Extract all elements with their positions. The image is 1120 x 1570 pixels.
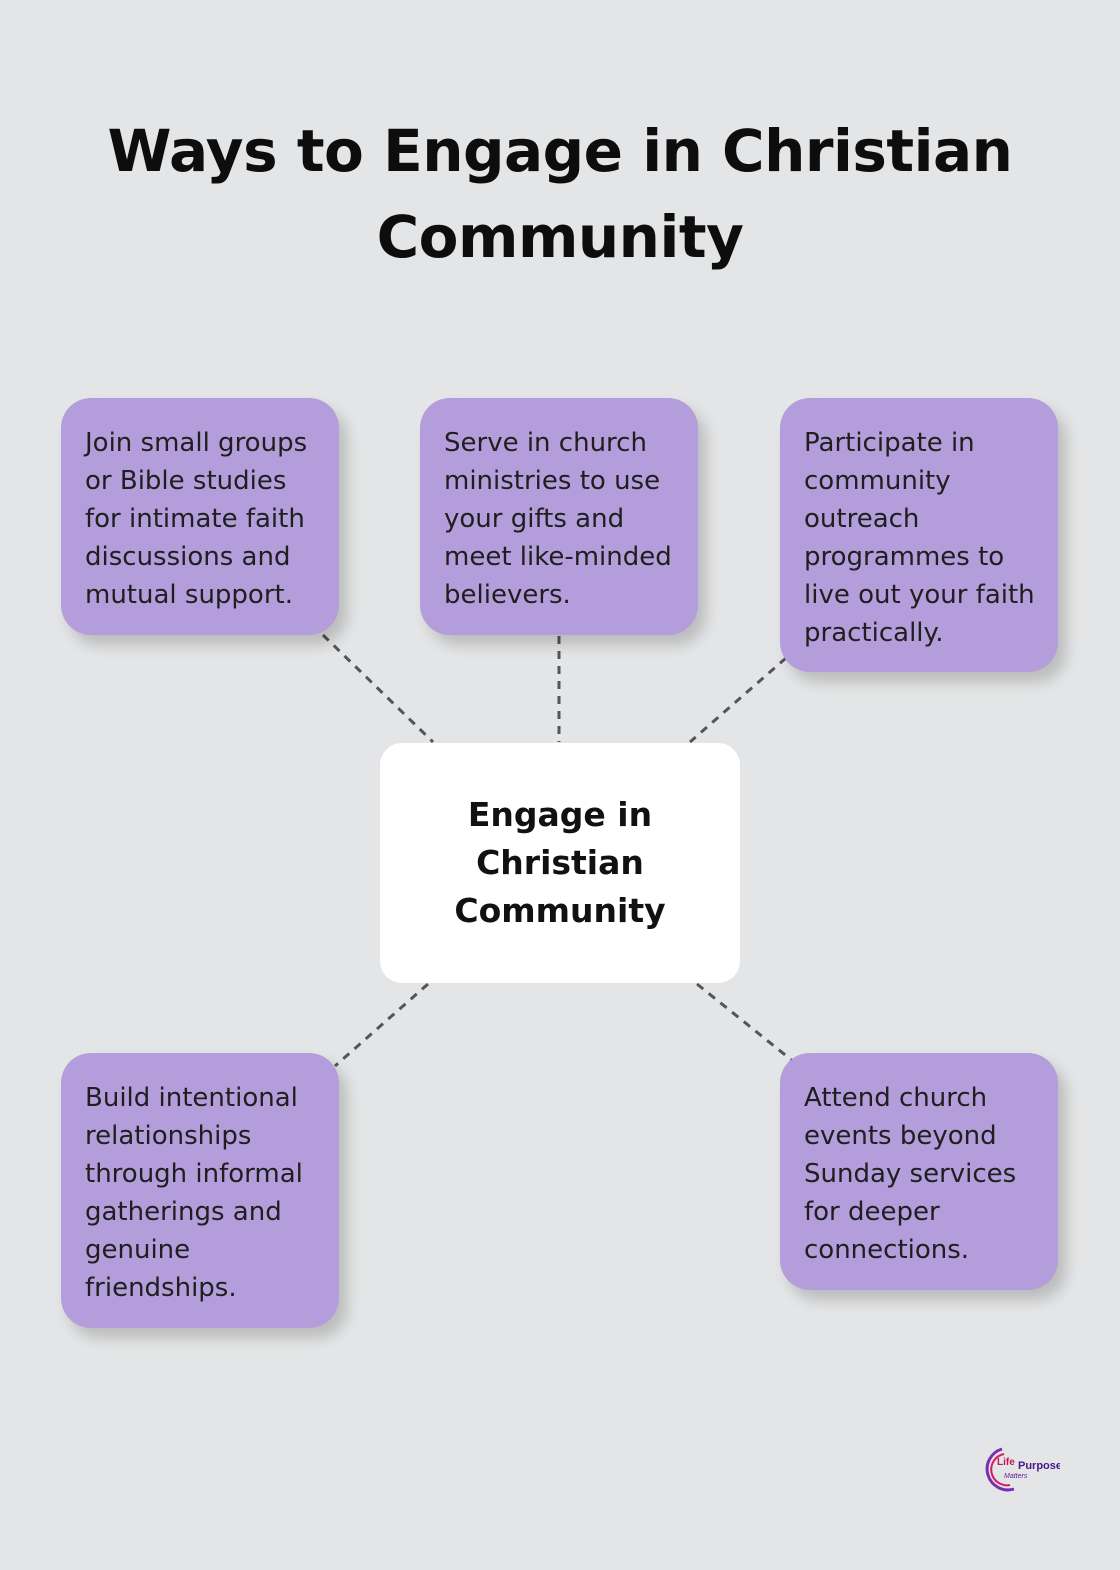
svg-text:Life: Life [997,1457,1015,1468]
node-text: Serve in church ministries to use your g… [444,428,672,610]
node-small-groups: Join small groups or Bible studies for i… [61,398,339,635]
node-church-ministries: Serve in church ministries to use your g… [420,398,698,635]
connector-bottom-left [334,982,429,1068]
center-label: Engage in Christian Community [454,795,666,930]
center-node: Engage in Christian Community [380,743,740,983]
node-text: Attend church events beyond Sunday servi… [804,1083,1017,1265]
node-text: Participate in community outreach progra… [804,428,1035,648]
life-purpose-matters-logo: Life Purpose Matters [985,1447,1060,1492]
svg-text:Purpose: Purpose [1018,1460,1060,1472]
svg-text:Matters: Matters [1004,1473,1028,1480]
node-community-outreach: Participate in community outreach progra… [780,398,1058,672]
connector-top-right [689,656,787,744]
connector-bottom-right [696,982,795,1064]
node-text: Build intentional relationships through … [85,1083,303,1303]
node-text: Join small groups or Bible studies for i… [85,428,308,610]
node-intentional-relationships: Build intentional relationships through … [61,1053,339,1328]
node-church-events: Attend church events beyond Sunday servi… [780,1053,1058,1290]
connector-top-left [321,633,435,744]
page-title: Ways to Engage in Christian Community [107,117,1013,271]
